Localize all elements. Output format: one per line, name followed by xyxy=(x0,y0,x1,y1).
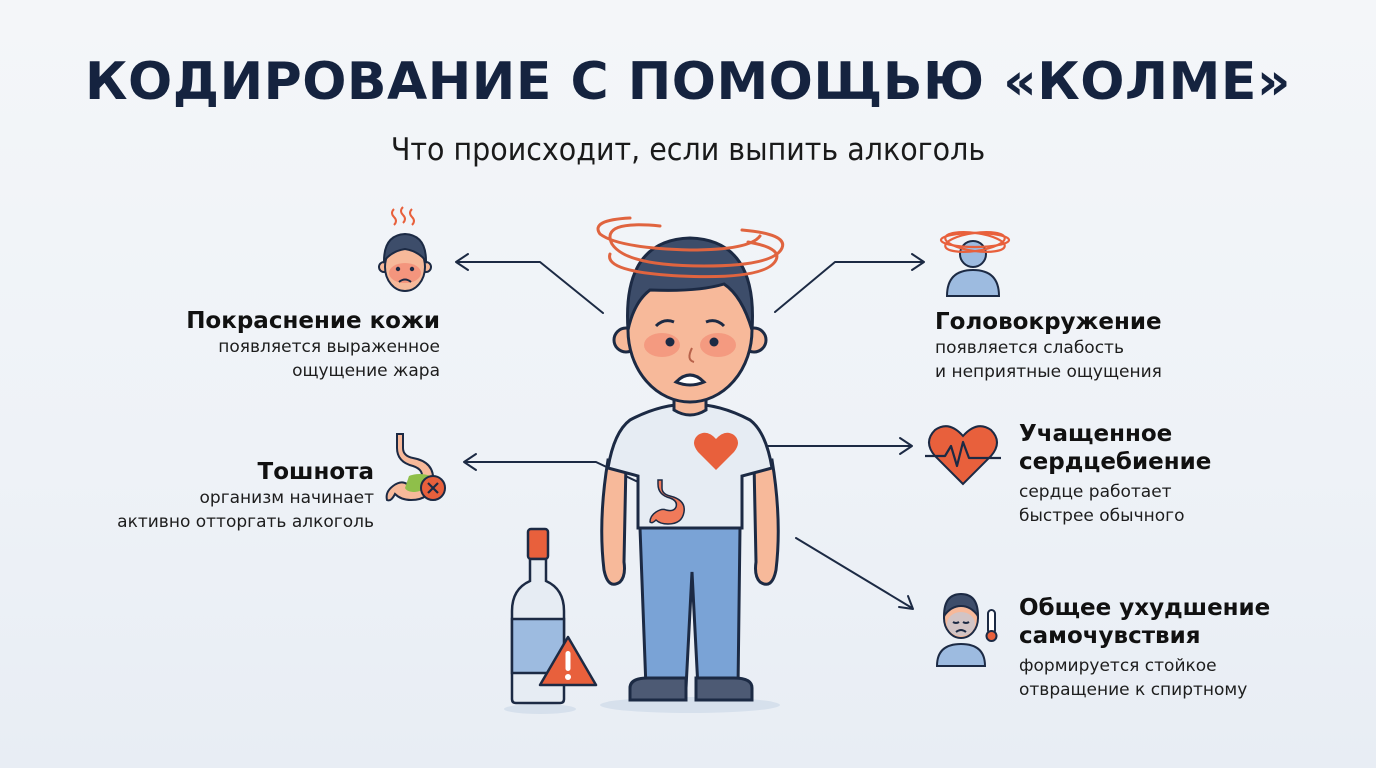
effect-nausea: Тошнота организм начинает активно отторг… xyxy=(117,458,374,534)
effect-heart: Учащенное сердцебиение сердце работает б… xyxy=(1019,420,1211,528)
sick-person-thermometer-icon xyxy=(935,592,998,667)
central-person-illustration xyxy=(596,216,785,713)
effect-desc: появляется слабость xyxy=(935,338,1124,358)
heartbeat-icon xyxy=(925,425,1001,486)
effect-desc: отвращение к спиртному xyxy=(1019,680,1248,700)
effect-dizzy: Головокружение появляется слабость и неп… xyxy=(935,308,1162,384)
effect-title-line: самочувствия xyxy=(1019,623,1201,649)
effect-title-line: Учащенное xyxy=(1019,421,1173,447)
effect-title: Тошнота xyxy=(257,459,374,485)
effect-desc: быстрее обычного xyxy=(1019,506,1185,526)
stomach-cross-icon xyxy=(385,433,446,502)
effect-title-line: Общее ухудшение xyxy=(1019,595,1271,621)
effect-desc: активно отторгать алкоголь xyxy=(117,512,374,532)
effect-desc: организм начинает xyxy=(199,488,375,508)
page-subtitle: Что происходит, если выпить алкоголь xyxy=(390,132,986,168)
effect-malaise: Общее ухудшение самочувствия формируется… xyxy=(1019,594,1270,702)
effect-skin: Покраснение кожи появляется выраженное о… xyxy=(186,307,440,383)
effect-desc: и неприятные ощущения xyxy=(935,362,1162,382)
effect-title: Покраснение кожи xyxy=(186,308,440,334)
effect-desc: формируется стойкое xyxy=(1019,656,1217,676)
effect-desc: ощущение жара xyxy=(292,361,440,381)
effect-title: Головокружение xyxy=(935,309,1162,335)
bottle-warning-icon xyxy=(504,527,598,714)
effect-desc: сердце работает xyxy=(1019,482,1172,502)
dizzy-person-icon xyxy=(939,231,1011,297)
page-title: КОДИРОВАНИЕ С ПОМОЩЬЮ «КОЛМЕ» xyxy=(85,52,1291,112)
effect-desc: появляется выраженное xyxy=(218,337,440,357)
flushed-face-icon xyxy=(378,206,432,292)
effect-title-line: сердцебиение xyxy=(1019,449,1212,475)
